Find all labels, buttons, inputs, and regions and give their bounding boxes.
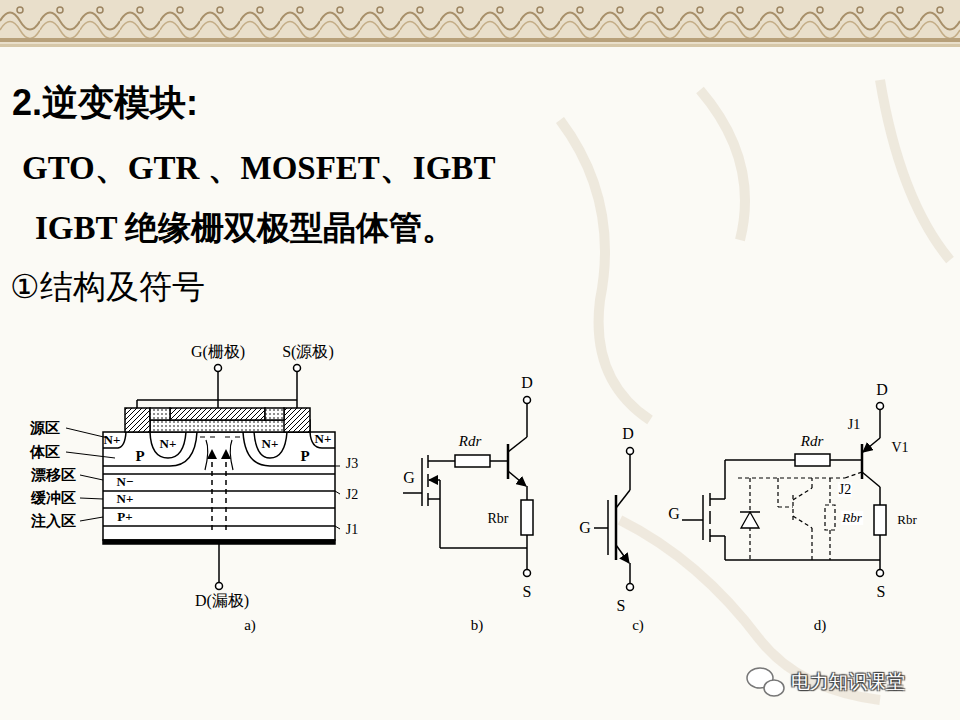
terminal-label: G(栅极) [191,343,245,361]
figure-label: d) [814,617,827,634]
doping-label: N+ [104,433,121,447]
heading-line: GTO、GTR 、MOSFET、IGBT [22,150,495,186]
component-label: Rdr [801,433,824,450]
resistor-symbol [795,454,830,466]
figure-label: b) [471,617,484,634]
junction-label: J1 [848,417,860,432]
doping-label: N+ [315,432,332,446]
terminal-label: G [403,469,415,487]
equivalent-circuit-d [682,403,886,577]
terminal-label: S [877,583,886,601]
doping-label: N+ [117,492,134,506]
component-label: Rbr [897,513,917,527]
region-label: 漂移区 [31,467,76,484]
terminal-label: D(漏极) [195,592,249,610]
doping-label: P+ [117,510,132,524]
doping-label: P [300,448,309,465]
terminal-label: G [668,505,680,523]
doping-label: N+ [262,437,279,451]
region-label: 体区 [30,444,60,461]
junction-label: J2 [838,482,852,497]
equivalent-circuit-b [403,397,533,577]
watermark: 电力知识课堂 [791,672,905,693]
component-label: Rdr [459,433,482,450]
ornament-band [0,0,960,44]
heading-line: IGBT 绝缘栅双极型晶体管。 [35,210,455,246]
igbt-symbol [594,448,634,591]
component-label: V1 [891,440,908,455]
resistor-symbol [874,505,886,535]
figure-label: a) [244,617,256,634]
wechat-icon [747,668,784,696]
terminal-label: S(源极) [282,343,334,361]
component-label: Rbr [841,511,863,525]
diode-symbol [741,512,759,528]
region-label: 缓冲区 [31,490,76,507]
terminal-label: S [523,583,532,601]
region-label: 注入区 [31,513,76,530]
terminal-label: D [521,374,533,392]
component-label: Rbr [488,511,509,526]
doping-label: N+ [160,437,177,451]
doping-label: N− [117,475,134,489]
resistor-symbol [521,500,533,535]
faint-brush [560,80,950,700]
terminal-label: S [617,597,626,615]
terminal-label: D [622,425,634,443]
parasitic-elements [738,472,862,560]
resistor-symbol [455,455,490,467]
doping-label: P [135,448,144,465]
junction-label: J3 [346,456,358,471]
heading-line: ①结构及符号 [10,269,205,305]
figure-label: c) [632,617,644,634]
terminal-label: D [876,381,888,399]
junction-label: J2 [346,487,358,502]
terminal-label: G [579,519,591,537]
slide-title: 2.逆变模块: [12,83,198,123]
junction-label: J1 [346,522,358,537]
region-label: 源区 [30,420,60,437]
igbt-cross-section [66,365,340,590]
